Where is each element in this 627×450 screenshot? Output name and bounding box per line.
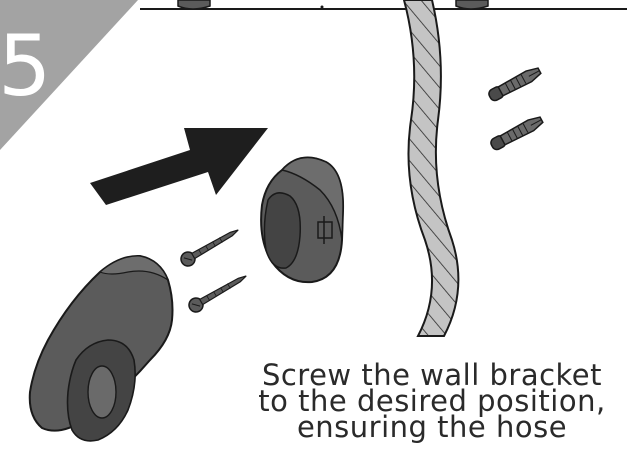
wall-bracket-icon [260, 156, 345, 284]
wall-plug-icon [488, 67, 544, 151]
wall-section-icon [402, 0, 460, 337]
screw-icon [180, 229, 247, 313]
instruction-line: Screw the wall bracket [261, 358, 603, 392]
top-border [140, 0, 627, 10]
instruction-line: to the desired position, [258, 384, 606, 418]
instruction-text: Screw the wall bracket to the desired po… [237, 358, 627, 444]
step-number: 5 [0, 17, 52, 115]
step-badge [0, 0, 138, 150]
shower-holder-icon [28, 254, 174, 442]
instruction-line: ensuring the hose [296, 410, 568, 444]
direction-arrow-icon [90, 128, 268, 205]
